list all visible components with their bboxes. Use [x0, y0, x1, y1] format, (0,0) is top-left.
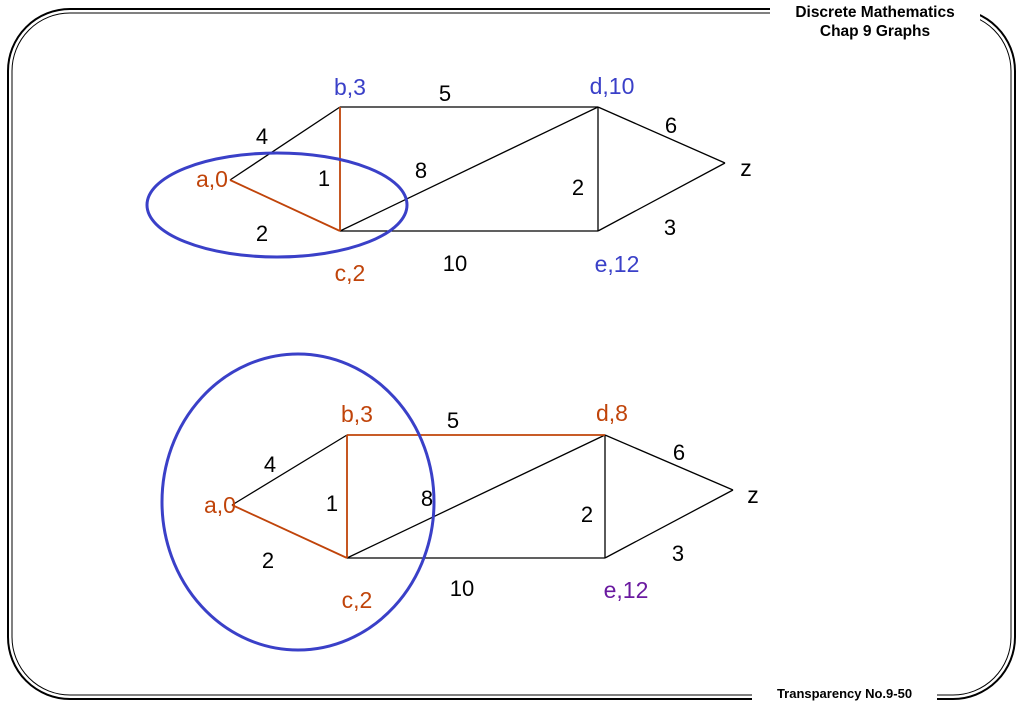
edge-weight-b-c: 1 — [318, 166, 330, 191]
edge-weight-e-z: 3 — [664, 215, 676, 240]
graph-step-2: 4 2 1 5 8 10 2 6 3 a,0 b,3 c,2 d,8 e,12 z — [160, 352, 759, 652]
node-label-e: e,12 — [604, 577, 649, 603]
node-label-z: z — [740, 155, 752, 181]
edge-weight-d-e: 2 — [581, 502, 593, 527]
edge-weight-a-b: 4 — [256, 124, 268, 149]
visited-set-circle — [145, 151, 409, 259]
node-label-c: c,2 — [335, 260, 366, 286]
header-title: Discrete Mathematics — [770, 3, 980, 22]
node-label-d: d,10 — [590, 73, 635, 99]
edge-weight-d-e: 2 — [572, 175, 584, 200]
edge-e-z — [604, 489, 734, 559]
edge-c-d — [346, 434, 606, 559]
node-label-c: c,2 — [342, 587, 373, 613]
edge-weight-c-d: 8 — [421, 486, 433, 511]
node-label-d: d,8 — [596, 400, 628, 426]
edge-c-d — [339, 106, 599, 232]
node-label-a: a,0 — [196, 166, 228, 192]
edge-weight-c-e: 10 — [443, 251, 467, 276]
edge-weight-b-d: 5 — [447, 408, 459, 433]
node-label-a: a,0 — [204, 492, 236, 518]
edge-weight-d-z: 6 — [673, 440, 685, 465]
border-frame-inner — [11, 12, 1012, 696]
node-label-b: b,3 — [334, 74, 366, 100]
edge-e-z — [597, 162, 726, 232]
edge-weight-d-z: 6 — [665, 113, 677, 138]
edge-weight-b-c: 1 — [326, 491, 338, 516]
edge-d-z — [604, 434, 734, 491]
node-label-z: z — [747, 482, 759, 508]
edge-weight-e-z: 3 — [672, 541, 684, 566]
node-label-e: e,12 — [595, 251, 640, 277]
edge-weight-a-b: 4 — [264, 452, 276, 477]
edge-a-b — [231, 434, 348, 506]
border-frame-outer — [7, 8, 1016, 700]
edge-weight-a-c: 2 — [262, 548, 274, 573]
edge-a-c — [231, 504, 348, 559]
edge-a-b — [229, 106, 341, 181]
edge-weight-a-c: 2 — [256, 221, 268, 246]
graph-step-1: 4 2 1 5 8 10 2 6 3 a,0 b,3 c,2 d,10 e,12 z — [145, 73, 752, 286]
node-label-b: b,3 — [341, 401, 373, 427]
edge-d-z — [597, 106, 726, 164]
edge-weight-c-d: 8 — [415, 158, 427, 183]
edge-a-c — [229, 179, 341, 232]
edge-weight-b-d: 5 — [439, 81, 451, 106]
edge-weight-c-e: 10 — [450, 576, 474, 601]
footer-transparency-label: Transparency No.9-50 — [752, 686, 937, 701]
header-subtitle: Chap 9 Graphs — [770, 22, 980, 41]
visited-set-circle — [160, 352, 436, 652]
